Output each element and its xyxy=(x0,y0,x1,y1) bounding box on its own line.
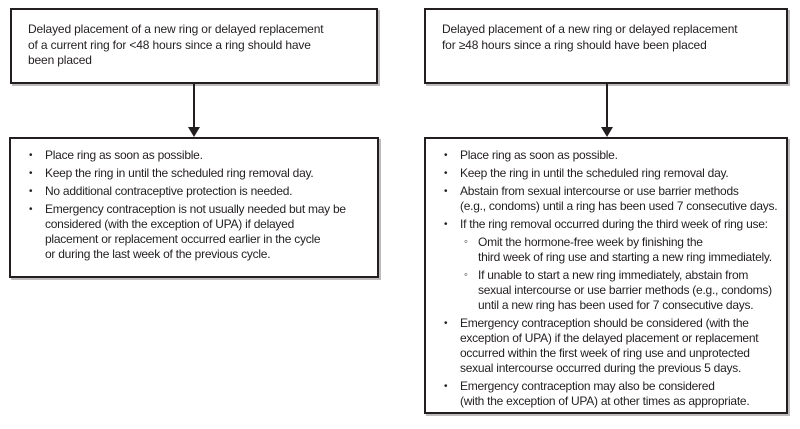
list-item: • No additional contraceptive protection… xyxy=(29,184,373,199)
bullet-icon: • xyxy=(29,150,33,161)
down-arrow-right xyxy=(601,84,613,137)
list-item-text: Place ring as soon as possible. xyxy=(45,148,203,162)
list-item: • Keep the ring in until the scheduled r… xyxy=(29,166,373,181)
arrow-line xyxy=(193,84,195,127)
recommendations-list-left: • Place ring as soon as possible. • Keep… xyxy=(11,139,377,269)
bullet-icon: • xyxy=(444,186,448,197)
down-arrow-left xyxy=(188,84,200,137)
list-item: • Place ring as soon as possible. xyxy=(29,148,373,163)
arrow-head-icon xyxy=(601,127,613,137)
list-item-text: Emergency contraception should be consid… xyxy=(460,316,759,375)
list-item-text: Omit the hormone-free week by finishing … xyxy=(478,235,772,264)
sub-bullet-icon: ◦ xyxy=(464,269,468,281)
bullet-icon: • xyxy=(444,150,448,161)
condition-text-right: Delayed placement of a new ring or delay… xyxy=(442,22,738,52)
condition-text-left: Delayed placement of a new ring or delay… xyxy=(28,22,324,67)
sub-list-item: ◦ If unable to start a new ring immediat… xyxy=(464,268,782,313)
list-item: • Place ring as soon as possible. xyxy=(444,148,782,163)
list-item-text: Emergency contraception may also be cons… xyxy=(460,379,750,408)
list-item: • Abstain from sexual intercourse or use… xyxy=(444,184,782,214)
bullet-icon: • xyxy=(29,186,33,197)
list-item-text: Abstain from sexual intercourse or use b… xyxy=(460,184,778,213)
arrow-head-icon xyxy=(188,127,200,137)
list-item: • If the ring removal occurred during th… xyxy=(444,217,782,232)
condition-box-left: Delayed placement of a new ring or delay… xyxy=(10,8,378,84)
list-item-text: If unable to start a new ring immediatel… xyxy=(478,268,772,312)
list-item-text: Keep the ring in until the scheduled rin… xyxy=(45,166,314,180)
bullet-icon: • xyxy=(444,168,448,179)
arrow-line xyxy=(606,84,608,127)
list-item: • Emergency contraception should be cons… xyxy=(444,316,782,376)
recommendations-box-left: • Place ring as soon as possible. • Keep… xyxy=(9,137,379,278)
list-item-text: Emergency contraception is not usually n… xyxy=(45,202,346,261)
sub-list-item: ◦ Omit the hormone-free week by finishin… xyxy=(464,235,782,265)
list-item: • Emergency contraception is not usually… xyxy=(29,202,373,262)
list-item-text: Place ring as soon as possible. xyxy=(460,148,618,162)
recommendations-box-right: • Place ring as soon as possible. • Keep… xyxy=(424,137,788,414)
bullet-icon: • xyxy=(444,318,448,329)
bullet-icon: • xyxy=(29,204,33,215)
bullet-icon: • xyxy=(444,381,448,392)
sub-bullet-icon: ◦ xyxy=(464,236,468,248)
list-item-text: Keep the ring in until the scheduled rin… xyxy=(460,166,729,180)
list-item: • Emergency contraception may also be co… xyxy=(444,379,782,409)
list-item-text: No additional contraceptive protection i… xyxy=(45,184,293,198)
list-item: • Keep the ring in until the scheduled r… xyxy=(444,166,782,181)
bullet-icon: • xyxy=(444,219,448,230)
list-item-text: If the ring removal occurred during the … xyxy=(460,217,768,231)
recommendations-list-right: • Place ring as soon as possible. • Keep… xyxy=(426,139,786,416)
bullet-icon: • xyxy=(29,168,33,179)
condition-box-right: Delayed placement of a new ring or delay… xyxy=(424,8,788,84)
